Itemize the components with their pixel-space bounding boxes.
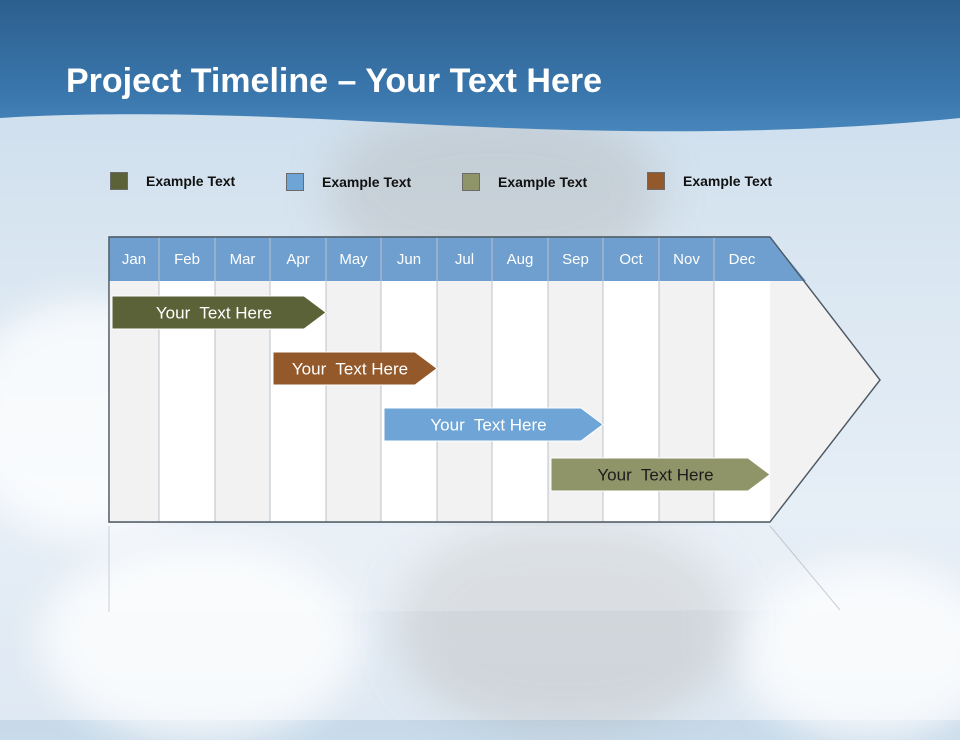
- title-rest: – Your Text Here: [328, 62, 603, 100]
- month-label: Feb: [174, 251, 200, 268]
- month-label: Jan: [122, 251, 146, 268]
- background-cloud: [40, 540, 360, 740]
- timeline-reflection: [109, 526, 840, 612]
- legend-label: Example Text: [683, 173, 773, 189]
- month-label: Mar: [230, 251, 256, 268]
- month-label: Sep: [562, 251, 589, 268]
- month-column: [159, 237, 215, 522]
- month-column: [215, 237, 270, 522]
- task-bar-label: Your Text Here: [156, 304, 272, 323]
- reflection-edge: [769, 525, 841, 611]
- legend-label: Example Text: [322, 174, 412, 190]
- month-label: Nov: [673, 251, 700, 268]
- month-column: [437, 237, 492, 522]
- month-label: Oct: [619, 251, 643, 268]
- legend-swatch: [286, 173, 304, 191]
- background-cloud: [740, 560, 960, 740]
- month-label: May: [339, 251, 368, 268]
- task-bar: [550, 457, 771, 492]
- title-bold: Project Timeline: [66, 62, 329, 100]
- legend-label: Example Text: [146, 173, 236, 189]
- legend-swatch: [462, 173, 480, 191]
- legend-label: Example Text: [498, 174, 588, 190]
- month-column: [492, 237, 548, 522]
- legend-swatch: [647, 172, 665, 190]
- month-header: [109, 237, 770, 281]
- timeline-frame: [108, 236, 770, 523]
- task-bar: [272, 351, 438, 386]
- legend-item: Example Text: [110, 170, 235, 192]
- slide-title: Project Timeline – Your Text Here: [66, 60, 602, 102]
- month-label: Dec: [729, 251, 756, 268]
- month-label: Aug: [507, 251, 534, 268]
- legend-item: Example Text: [462, 171, 587, 193]
- month-label: Jun: [397, 251, 421, 268]
- task-bar-label: Your Text Here: [430, 416, 546, 435]
- background-figure: [400, 520, 730, 730]
- timeline-arrow-edge: [769, 236, 881, 523]
- timeline-graphic: Jan Feb Mar Apr May Jun Jul Aug Sep Oct Nov DecYour…: [108, 236, 881, 612]
- task-bar: [111, 295, 327, 330]
- legend-item: Example Text: [286, 171, 411, 193]
- task-bar: [383, 407, 604, 442]
- month-label: Jul: [455, 251, 474, 268]
- month-label: Apr: [286, 251, 309, 268]
- month-column: [109, 237, 159, 522]
- task-bar-label: Your Text Here: [292, 360, 408, 379]
- task-bar-label: Your Text Here: [597, 466, 713, 485]
- legend-item: Example Text: [647, 170, 772, 192]
- legend-swatch: [110, 172, 128, 190]
